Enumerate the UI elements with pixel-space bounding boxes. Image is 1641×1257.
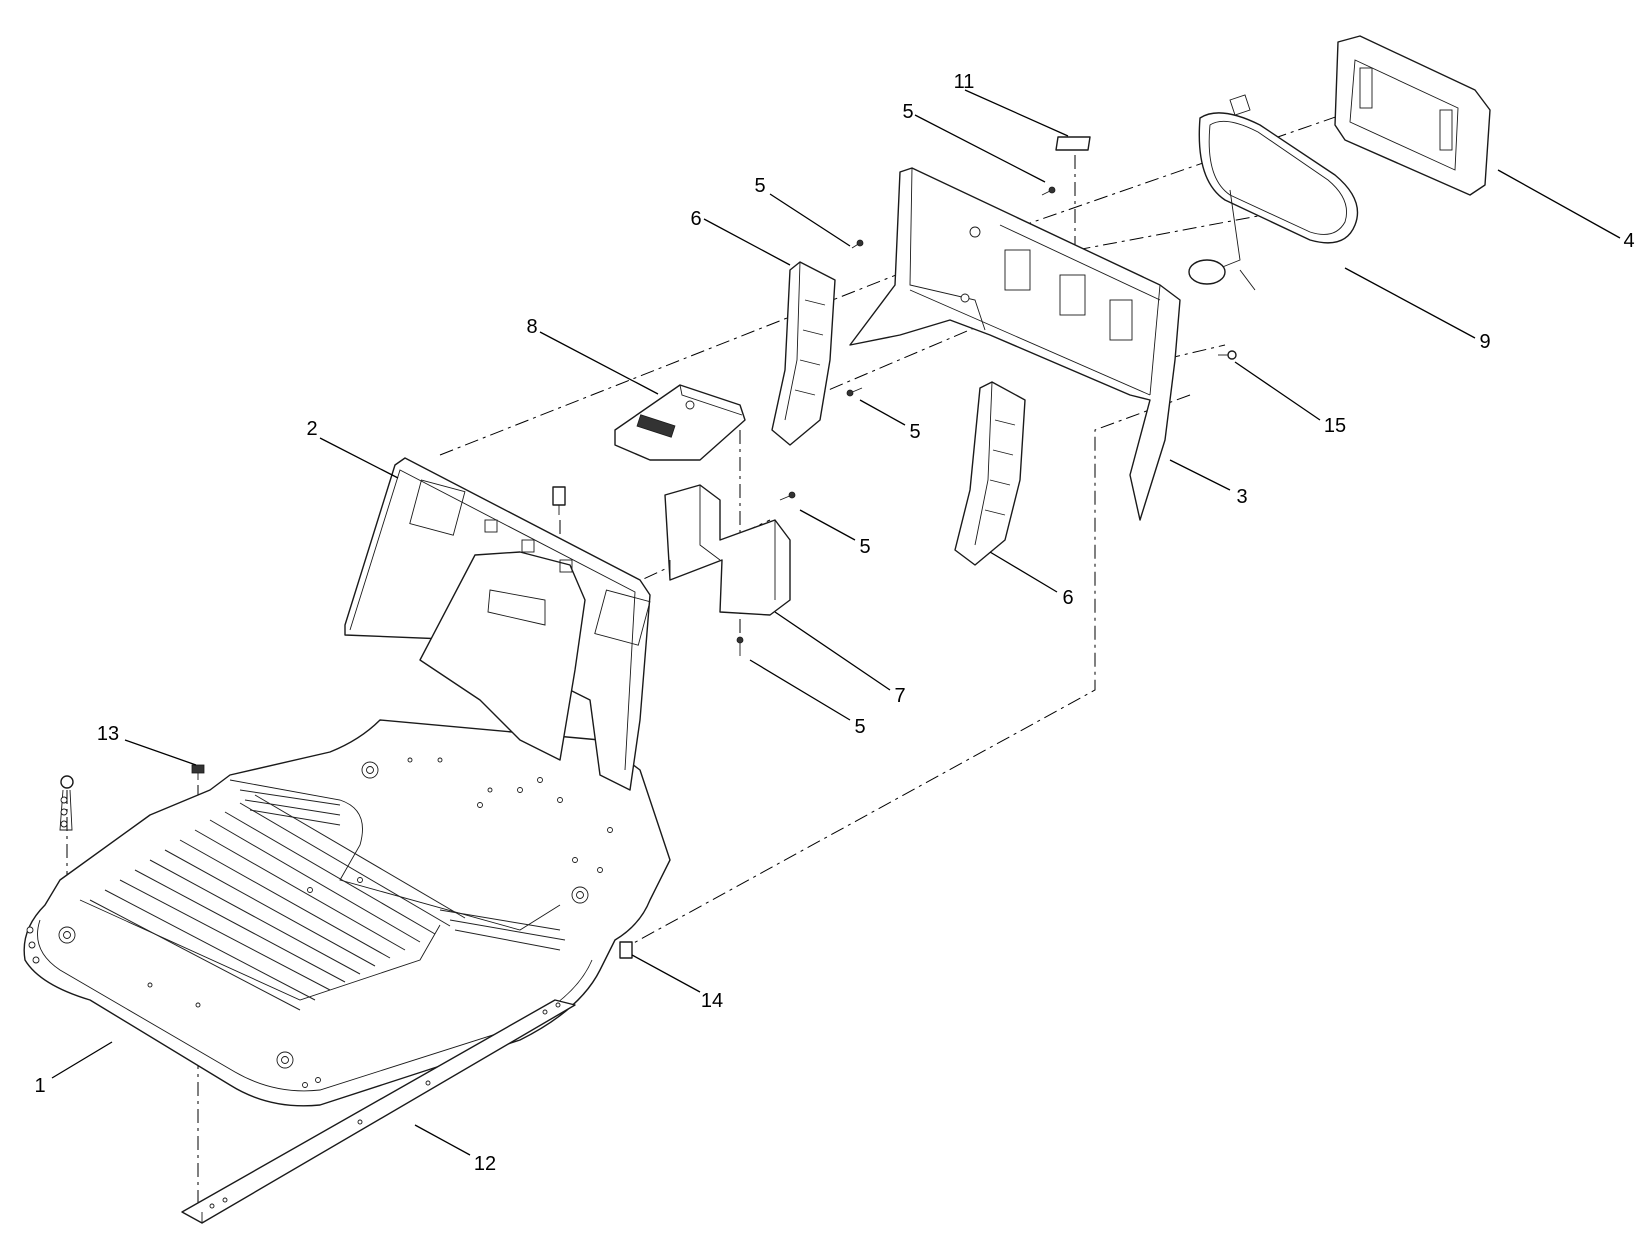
- fastener-5-a: [851, 239, 864, 249]
- callout-5-upper-left: 5: [754, 175, 765, 197]
- fastener-13: [191, 764, 205, 780]
- callout-5-middle: 5: [909, 421, 920, 443]
- part-6-side-rail-lower: [954, 381, 1026, 566]
- callout-7: 7: [894, 685, 905, 707]
- base-holes: [26, 757, 613, 1088]
- fastener-5-b: [1041, 186, 1056, 196]
- fastener-5-c: [846, 387, 863, 397]
- part-3-housing: [849, 167, 1181, 521]
- part-12-bar: [181, 999, 576, 1224]
- fastener-15: [1218, 350, 1237, 360]
- fastener-5-e: [736, 636, 744, 656]
- callout-2: 2: [306, 418, 317, 440]
- part-8-control-module: [614, 384, 746, 461]
- callout-5-top: 5: [902, 101, 913, 123]
- panel-markers: [409, 479, 651, 646]
- fastener-5-d: [779, 491, 796, 501]
- part-4-cover-frame: [1334, 35, 1491, 196]
- fastener-screw-anchor: [59, 775, 74, 831]
- callout-5-bracket: 5: [859, 536, 870, 558]
- callout-3: 3: [1236, 486, 1247, 508]
- callout-12: 12: [474, 1153, 496, 1175]
- callout-13: 13: [97, 723, 119, 745]
- callout-1: 1: [34, 1075, 45, 1097]
- part-11-label: [1055, 136, 1091, 151]
- callout-labels: 1 2 3 4 5 5 5 5 5 6 6 7 8 9 11 12 13 14 …: [34, 71, 1634, 1175]
- callout-9: 9: [1479, 331, 1490, 353]
- callout-6-lower: 6: [1062, 587, 1073, 609]
- part-2-rear-panel: [344, 457, 651, 791]
- part-7-bracket: [664, 484, 791, 616]
- part-1-base-plate: [23, 719, 671, 1107]
- part-6-side-rail-upper: [771, 261, 836, 446]
- callout-6-upper: 6: [690, 208, 701, 230]
- panel-clip: [552, 486, 566, 515]
- base-ribs: [89, 789, 566, 1011]
- leader-lines: [51, 89, 1621, 1156]
- callout-11: 11: [954, 71, 975, 93]
- callout-5-bottom: 5: [854, 716, 865, 738]
- callout-4: 4: [1623, 230, 1634, 252]
- callout-15: 15: [1324, 415, 1346, 437]
- part-14-nut: [619, 941, 633, 959]
- callout-14: 14: [701, 990, 723, 1012]
- part-9-coil: [1188, 94, 1359, 291]
- callout-8: 8: [526, 316, 537, 338]
